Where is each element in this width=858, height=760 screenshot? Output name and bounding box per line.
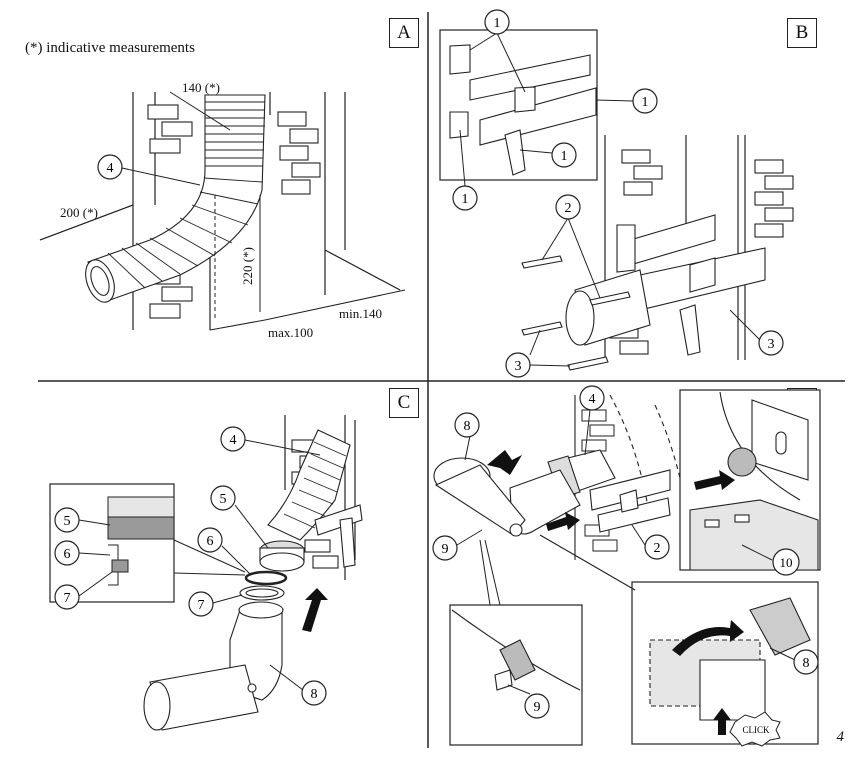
panel-c-letter: C — [389, 388, 419, 418]
callout-c-detail-7: 7 — [54, 571, 113, 610]
panel-d-inset-rotate-arrow — [672, 620, 744, 656]
measurement-note: (*) indicative measurements — [25, 40, 195, 56]
page-number: 4 — [836, 729, 845, 745]
panel-a-dimension-labels: 140 (*) 200 (*) 220 (*) max.100 min.140 — [60, 80, 382, 340]
callout-d-8: 8 — [454, 412, 480, 461]
callout-d-10: 10 — [741, 544, 800, 576]
svg-text:7: 7 — [64, 591, 71, 606]
callout-c-5: 5 — [210, 485, 269, 549]
callout-c-4: 4 — [220, 426, 321, 456]
callout-b-2: 3 — [729, 309, 784, 356]
callout-d-2: 2 — [631, 524, 670, 560]
svg-text:2: 2 — [565, 201, 572, 216]
svg-text:8: 8 — [464, 419, 471, 434]
callout-b-1-bottom: 1 — [452, 129, 478, 211]
callout-d-inset-8: 8 — [769, 647, 819, 675]
dim-min140: min.140 — [339, 306, 382, 321]
panel-c-bracket — [314, 504, 363, 568]
panel-d-bracket — [589, 469, 671, 533]
svg-text:4: 4 — [589, 392, 596, 407]
panel-c-detail — [107, 496, 175, 586]
callout-b-1-right: 1 — [519, 142, 577, 168]
panel-a-flexible-duct — [85, 94, 266, 303]
svg-text:9: 9 — [534, 700, 541, 715]
click-label: CLICK — [743, 725, 771, 735]
callout-a-4: 4 — [97, 154, 201, 186]
callout-b-3-top: 2 — [541, 194, 601, 299]
panel-c-leader-lines — [173, 539, 246, 576]
callout-c-7: 7 — [188, 591, 243, 617]
panel-b-inset-bracket — [449, 44, 597, 176]
svg-text:1: 1 — [462, 192, 469, 207]
svg-text:7: 7 — [198, 598, 205, 613]
dim-220: 220 (*) — [240, 247, 255, 285]
panel-d-push-arrow — [546, 512, 580, 531]
panel-d-click-arrow — [713, 708, 731, 735]
dim-140: 140 (*) — [182, 80, 220, 95]
svg-text:3: 3 — [768, 337, 775, 352]
panel-b-screws — [521, 255, 631, 371]
panel-b-pipe — [565, 269, 651, 346]
panel-a-letter: A — [389, 18, 419, 48]
svg-text:9: 9 — [442, 542, 449, 557]
svg-text:4: 4 — [230, 433, 237, 448]
svg-text:1: 1 — [561, 149, 568, 164]
callout-d-inset-9: 9 — [507, 684, 550, 719]
panel-c-up-arrow — [302, 588, 328, 632]
panel-c-flexible-duct — [267, 429, 351, 541]
panel-d-inset-arrow — [694, 470, 735, 490]
panel-b-letter: B — [787, 18, 817, 48]
panel-c-parts — [239, 540, 305, 601]
svg-text:8: 8 — [311, 687, 318, 702]
svg-text:1: 1 — [642, 95, 649, 110]
svg-text:4: 4 — [107, 161, 114, 176]
svg-text:10: 10 — [780, 555, 793, 570]
callout-b-2-inset: 1 — [595, 88, 658, 114]
svg-text:2: 2 — [654, 541, 661, 556]
callout-c-8: 8 — [269, 664, 327, 706]
svg-text:6: 6 — [207, 534, 214, 549]
panel-d-bricks — [581, 409, 618, 552]
svg-text:8: 8 — [803, 656, 810, 671]
dim-max100: max.100 — [268, 325, 313, 340]
svg-text:3: 3 — [515, 359, 522, 374]
panel-d-elbow — [433, 457, 581, 537]
svg-text:5: 5 — [64, 514, 71, 529]
panel-a-dimensions — [39, 91, 406, 331]
svg-text:6: 6 — [64, 547, 71, 562]
callout-c-6: 6 — [197, 527, 251, 575]
callout-c-detail-5: 5 — [54, 507, 111, 533]
callout-d-9: 9 — [432, 529, 483, 561]
svg-text:5: 5 — [220, 492, 227, 507]
panel-c-elbow — [143, 601, 284, 731]
callout-b-3-bottom: 3 — [505, 329, 571, 378]
click-badge: CLICK — [729, 711, 781, 747]
dim-200: 200 (*) — [60, 205, 98, 220]
callout-b-1-top: 1 — [469, 9, 526, 93]
callout-d-4: 4 — [579, 385, 605, 456]
callout-c-detail-6: 6 — [54, 540, 111, 566]
svg-text:1: 1 — [494, 16, 501, 31]
panel-d-inset-bottom-left-content — [451, 539, 581, 691]
panel-d-rotate-arrow — [487, 450, 522, 475]
panel-d-inset-bottom-right-content — [539, 534, 811, 721]
